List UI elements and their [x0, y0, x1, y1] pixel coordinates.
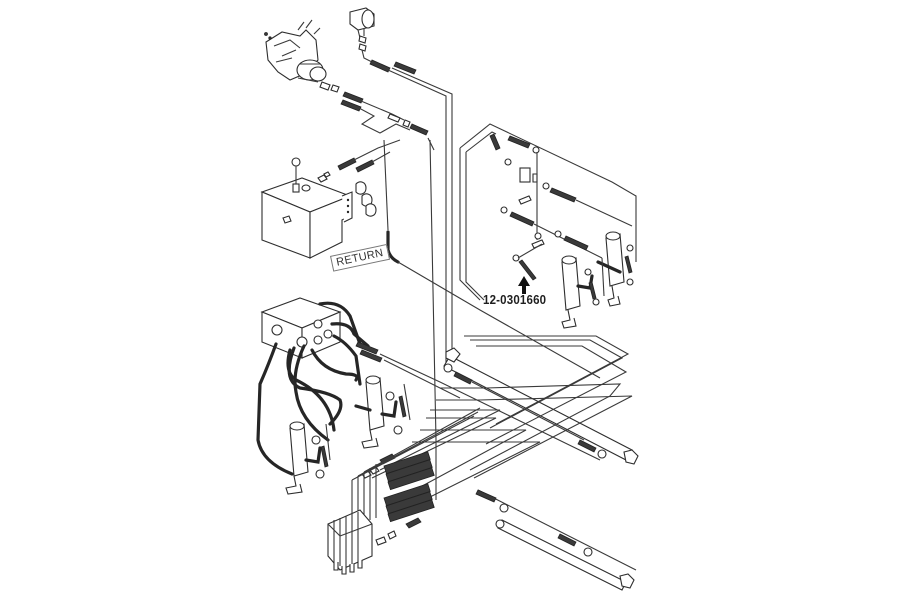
- valve-bank-lines: [351, 407, 481, 526]
- lift-cylinder-left-1: [285, 421, 331, 495]
- diverter-hoses: [256, 301, 601, 476]
- tank-fittings: [317, 139, 401, 217]
- pump-fittings: [319, 81, 429, 136]
- long-cylinder-upper: [443, 347, 639, 465]
- cylinder-right-1: [596, 231, 634, 307]
- tee-fittings-assembly: [459, 123, 637, 301]
- hose-fitting-cluster-2: [383, 483, 435, 529]
- long-cylinder-lower: [475, 489, 637, 591]
- part-number-label: 12-0301660: [483, 293, 547, 307]
- manifold-lines: [371, 335, 633, 507]
- hydraulic-pump: [264, 19, 327, 83]
- cylinder-right-2: [561, 255, 605, 329]
- main-pressure-lines: [387, 67, 453, 500]
- hose-fitting-cluster-1: [361, 451, 435, 491]
- reservoir-filter: [349, 7, 417, 75]
- lift-cylinder-left-2: [354, 375, 411, 449]
- hydraulic-tank: [260, 157, 353, 259]
- control-valve-bank: [327, 509, 397, 575]
- callout-arrow-up-icon: [518, 276, 530, 294]
